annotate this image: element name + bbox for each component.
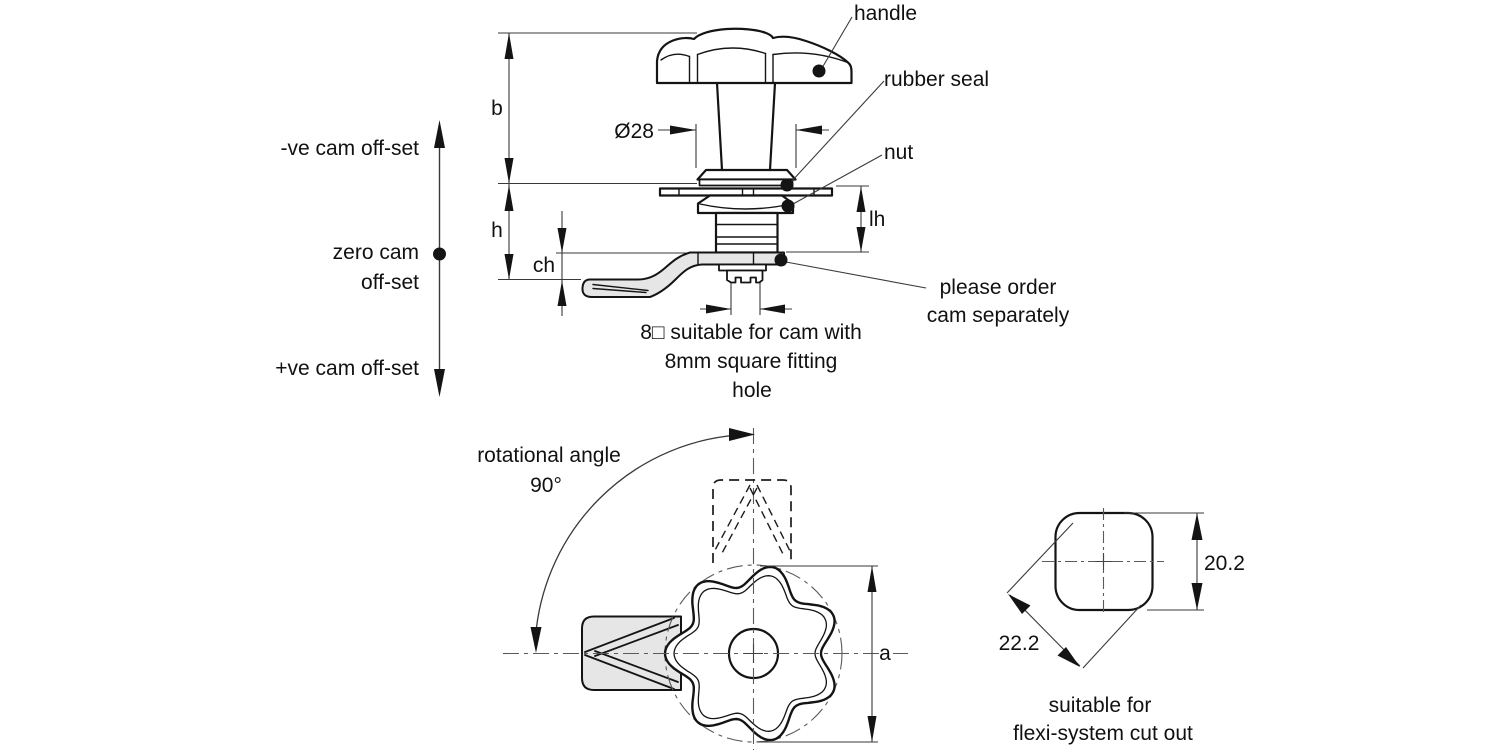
dimension-20-2 (1124, 512, 1204, 611)
latch-side-drawing (581, 27, 853, 298)
dim-22-2: 22.2 (999, 632, 1040, 655)
rubber-seal-band (698, 178, 794, 187)
label-rubber-seal: rubber seal (884, 68, 989, 91)
dim-20-2: 20.2 (1204, 552, 1245, 575)
dim-h: h (491, 219, 503, 242)
dim-ch: ch (533, 254, 555, 277)
square-note-1: 8□ suitable for cam with (640, 321, 862, 344)
nut-ref-dot (781, 199, 795, 213)
dim-a: a (879, 642, 891, 665)
nut-side (696, 194, 795, 215)
label-offset-zero-1: zero cam (333, 241, 419, 264)
bottom-view: rotational angle 90° a (477, 428, 908, 750)
cutout-view: 20.2 22.2 suitable for flexi-system cut … (999, 508, 1245, 745)
square-shaft (726, 269, 764, 284)
square-note-3: hole (732, 379, 772, 402)
arc-arrow-top (729, 428, 755, 441)
label-nut: nut (884, 141, 913, 164)
rubber-seal-ref-dot (780, 178, 794, 192)
label-offset-positive: +ve cam off-set (275, 357, 419, 380)
cam-ref-dot (774, 253, 788, 267)
label-order-note-1: please order (940, 276, 1057, 299)
dim-b: b (491, 97, 503, 120)
rotation-arc (530, 428, 755, 653)
cutout-caption-1: suitable for (1049, 694, 1152, 717)
side-view: handle rubber seal nut please order cam … (275, 2, 1069, 402)
cam-rotated-dashed (712, 479, 792, 563)
threaded-body (714, 211, 779, 254)
cam-chevron-lines (584, 617, 679, 690)
handle-ref-dot (812, 64, 826, 78)
label-order-note-2: cam separately (927, 304, 1070, 327)
dimension-a (757, 565, 878, 743)
collar (696, 168, 797, 181)
handle-lobe-lines (660, 47, 850, 84)
dim-lh: lh (869, 208, 885, 231)
handle-stem (715, 81, 777, 172)
label-rotation-2: 90° (530, 474, 562, 497)
zero-offset-dot (433, 247, 446, 261)
dim-diameter: Ø28 (614, 120, 654, 143)
dimension-22-2 (1006, 522, 1142, 669)
label-handle: handle (854, 2, 917, 25)
dimension-arrows-side (504, 33, 866, 314)
label-offset-negative: -ve cam off-set (281, 137, 420, 160)
label-offset-zero-2: off-set (361, 271, 419, 294)
cutout-caption-2: flexi-system cut out (1013, 722, 1193, 745)
leader-lines (774, 16, 927, 289)
label-rotation-1: rotational angle (477, 444, 621, 467)
cam-offset-arrow (433, 120, 446, 397)
handle-knob-side (655, 27, 853, 85)
arc-arrow-left (530, 627, 542, 653)
square-note-2: 8mm square fitting (665, 350, 838, 373)
